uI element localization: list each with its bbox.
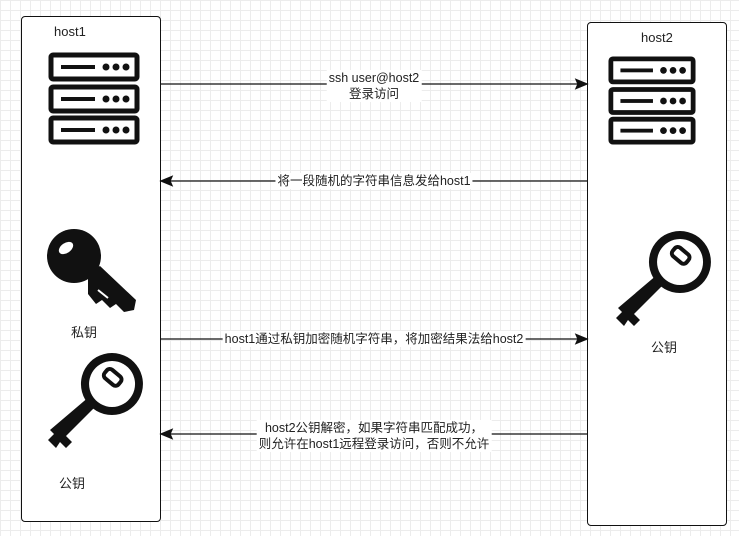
public-key-icon [48, 353, 143, 448]
private-key-icon [47, 229, 136, 312]
arrowhead-right [574, 333, 589, 345]
host1-title: host1 [54, 24, 86, 39]
host1-public-key-label: 公钥 [59, 476, 86, 491]
public-key-icon [616, 231, 711, 326]
message-line: 登录访问 [348, 87, 400, 101]
server-icon [608, 56, 696, 145]
message-line: 将一段随机的字符串信息发给host1 [277, 174, 471, 188]
message-random-string: 将一段随机的字符串信息发给host1 [275, 173, 473, 189]
message-line: ssh user@host2 [328, 71, 420, 85]
message-encrypted-result: host1通过私钥加密随机字符串，将加密结果法给host2 [222, 331, 526, 347]
arrowhead-left [159, 428, 174, 440]
message-ssh-request: ssh user@host2 登录访问 [326, 70, 422, 102]
host2-title: host2 [641, 30, 673, 45]
host2-public-key-label: 公钥 [651, 340, 678, 355]
server-icon [48, 52, 140, 145]
arrowhead-left [159, 175, 174, 187]
message-line: host2公钥解密，如果字符串匹配成功， [264, 421, 484, 435]
message-line: host1通过私钥加密随机字符串，将加密结果法给host2 [224, 332, 524, 346]
private-key-label: 私钥 [71, 325, 98, 340]
message-line: 则允许在host1远程登录访问，否则不允许 [258, 437, 490, 451]
arrowhead-right [574, 78, 589, 90]
message-verify-result: host2公钥解密，如果字符串匹配成功， 则允许在host1远程登录访问，否则不… [256, 420, 492, 452]
